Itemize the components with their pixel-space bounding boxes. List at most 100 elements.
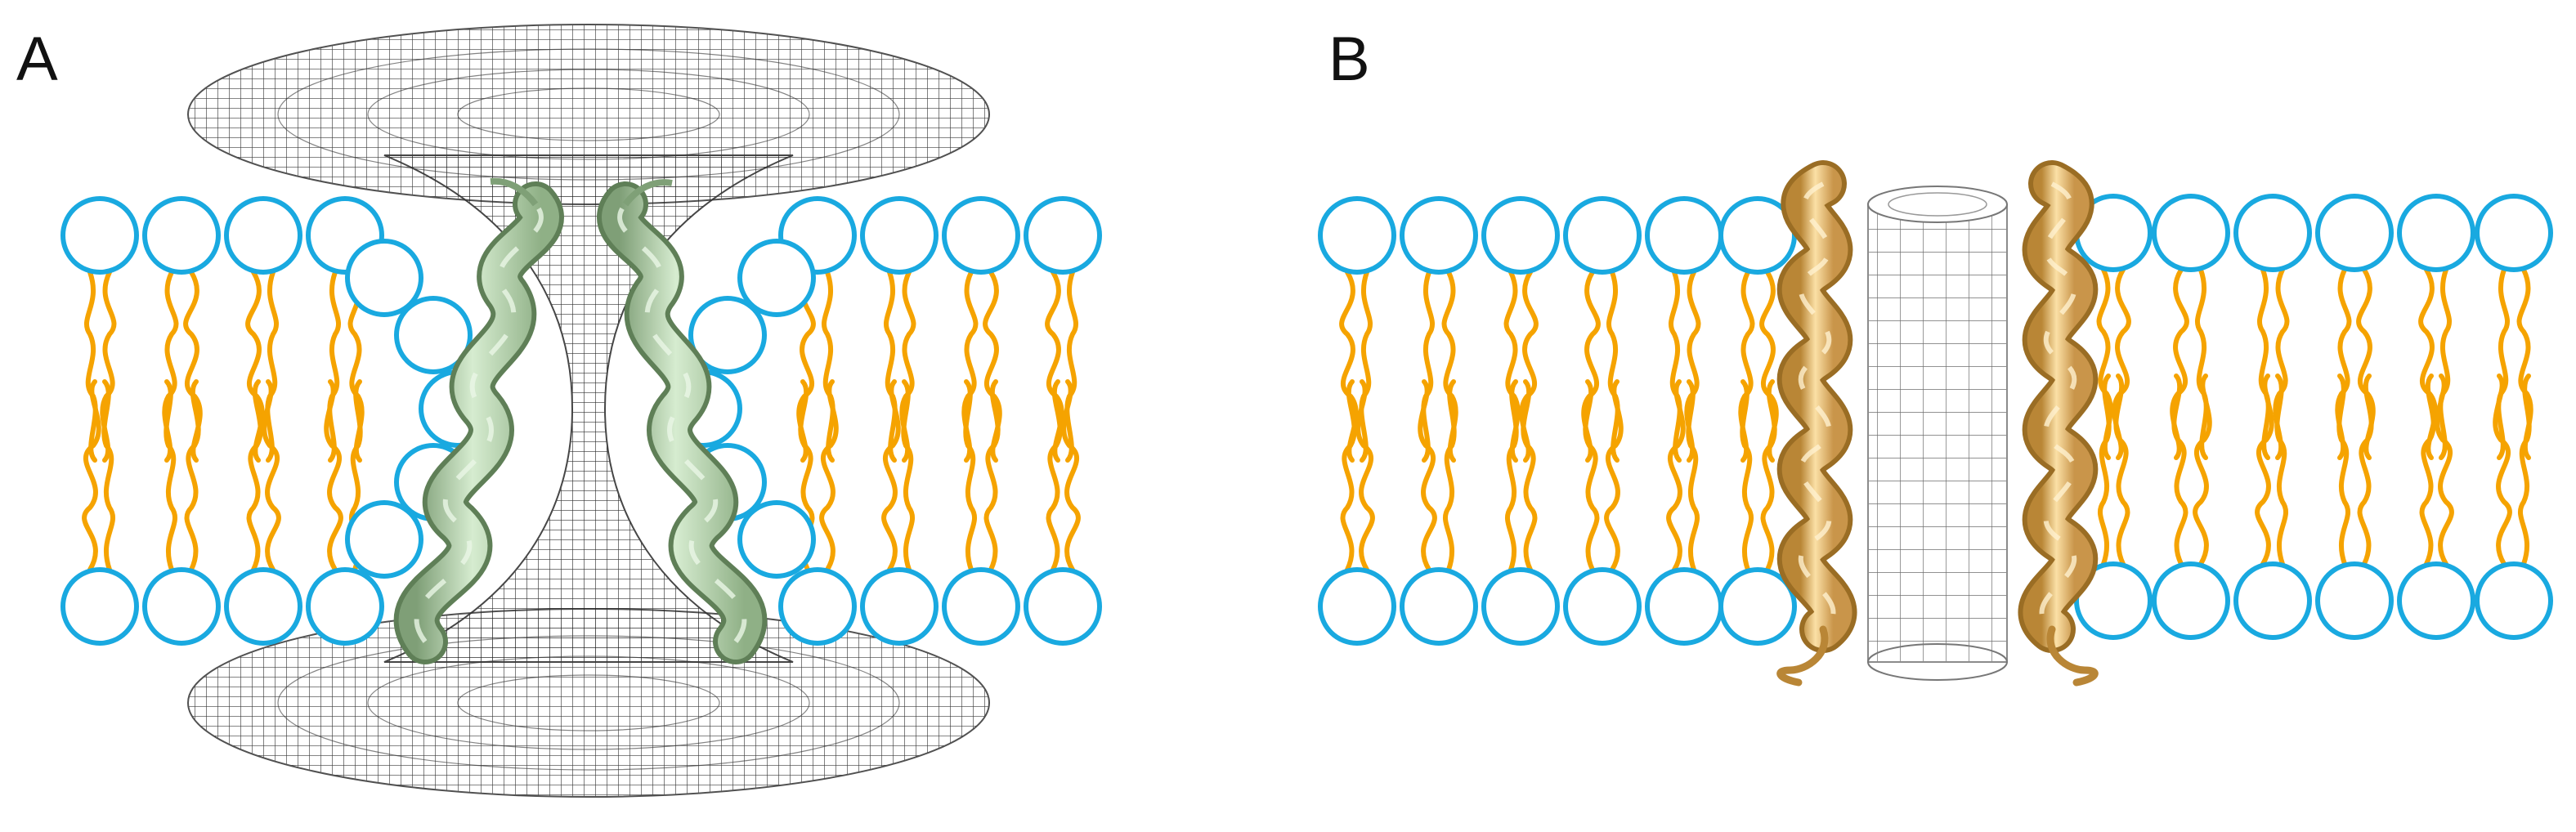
lipid-tail — [2357, 374, 2374, 566]
lipid-tail — [2419, 374, 2436, 566]
lipid-tail — [1359, 270, 1373, 463]
lipid-head — [1318, 196, 1396, 275]
lipid-head — [2315, 561, 2394, 640]
lipid-tail — [1686, 379, 1700, 572]
lipid-head — [306, 567, 384, 646]
lipid-head — [2315, 194, 2394, 272]
lipid-tail — [2496, 267, 2511, 460]
helix-left-b — [1776, 160, 1857, 687]
lipid-tail — [101, 379, 116, 572]
lipid-head — [737, 500, 816, 579]
lipid-tail — [1421, 270, 1436, 463]
lipid-head — [60, 196, 139, 275]
lipid-bilayer-b — [1318, 194, 2553, 646]
lipid-head — [942, 567, 1020, 646]
lipid-head — [345, 239, 423, 317]
lipid-tail — [2194, 267, 2209, 460]
lipid-tail — [1668, 270, 1682, 463]
lipid-tail — [246, 379, 263, 572]
lipid-head — [142, 567, 221, 646]
lipid-tail — [883, 270, 898, 463]
lipid-tail — [2256, 267, 2271, 460]
lipid-tail — [2435, 374, 2454, 566]
lipid-tail — [901, 379, 916, 572]
lipid-head — [688, 296, 767, 374]
lipid-head — [1481, 567, 1560, 646]
lipid-head — [345, 500, 423, 579]
lipid-tail — [327, 270, 342, 463]
lipid-tail — [1583, 379, 1600, 572]
lipid-tail — [1064, 270, 1079, 463]
lipid-head — [2152, 561, 2230, 640]
lipid-head — [1563, 567, 1642, 646]
panel-b: B — [1318, 25, 2553, 687]
lipid-head — [1481, 196, 1560, 275]
barrel-pore-cylinder — [1867, 186, 2008, 681]
lipid-tail — [963, 379, 978, 572]
lipid-tail — [184, 379, 201, 572]
lipid-head — [1318, 567, 1396, 646]
lipid-tail — [2274, 374, 2289, 566]
lipid-tail — [262, 379, 281, 572]
lipid-head — [2233, 561, 2312, 640]
lipid-head — [778, 567, 857, 646]
lipid-head — [394, 296, 473, 374]
lipid-head — [1645, 196, 1723, 275]
lipid-tail — [1760, 379, 1777, 572]
helix-left-a — [393, 177, 564, 664]
lipid-tail — [983, 379, 1001, 572]
lipid-tail — [1418, 379, 1437, 572]
lipid-tail — [2097, 374, 2112, 566]
panel-a: A — [16, 24, 1102, 798]
lipid-tail — [83, 270, 98, 463]
lipid-tail — [1340, 379, 1357, 572]
lipid-head — [860, 567, 939, 646]
lipid-tail — [2517, 374, 2532, 566]
lipid-tail — [2493, 374, 2512, 566]
lipid-tail — [1442, 379, 1457, 572]
lipid-tail — [265, 270, 280, 463]
lipid-head — [60, 567, 139, 646]
lipid-tail — [1740, 379, 1754, 572]
lipid-tail — [1606, 270, 1620, 463]
panel-a-label: A — [16, 25, 58, 94]
helix-right-b — [2018, 160, 2099, 687]
lipid-head — [2152, 194, 2230, 272]
helix-right-a — [597, 179, 768, 664]
lipid-tail — [819, 379, 839, 572]
lipid-head — [1400, 196, 1478, 275]
lipid-tail — [2438, 267, 2453, 460]
lipid-head — [224, 196, 302, 275]
lipid-tail — [2171, 374, 2188, 566]
lipid-tail — [881, 379, 901, 572]
lipid-tail — [1355, 379, 1375, 572]
lipid-head — [1718, 567, 1797, 646]
lipid-head — [1563, 196, 1642, 275]
lipid-tail — [821, 270, 836, 463]
lipid-head — [1645, 567, 1723, 646]
lipid-tail — [1504, 379, 1519, 572]
lipid-head — [1024, 196, 1102, 275]
lipid-head — [224, 567, 302, 646]
lipid-tail — [2255, 374, 2274, 566]
lipid-head — [2074, 561, 2153, 640]
lipid-tail — [82, 379, 101, 572]
lipid-head — [2233, 194, 2312, 272]
panel-b-label: B — [1328, 25, 1370, 94]
lipid-tail — [1604, 379, 1624, 572]
toroidal-pore-mesh — [187, 24, 990, 798]
lipid-head — [737, 239, 816, 317]
lipid-head — [1400, 567, 1478, 646]
lipid-tail — [2113, 374, 2130, 566]
lipid-tail — [2336, 374, 2351, 566]
lipid-head — [2475, 194, 2553, 272]
lipid-tail — [164, 379, 178, 572]
lipid-head — [2475, 561, 2553, 640]
lipid-tail — [1521, 379, 1538, 572]
lipid-head — [860, 196, 939, 275]
lipid-tail — [1061, 379, 1081, 572]
lipid-head — [1024, 567, 1102, 646]
lipid-tail — [1666, 379, 1686, 572]
lipid-head — [142, 196, 221, 275]
